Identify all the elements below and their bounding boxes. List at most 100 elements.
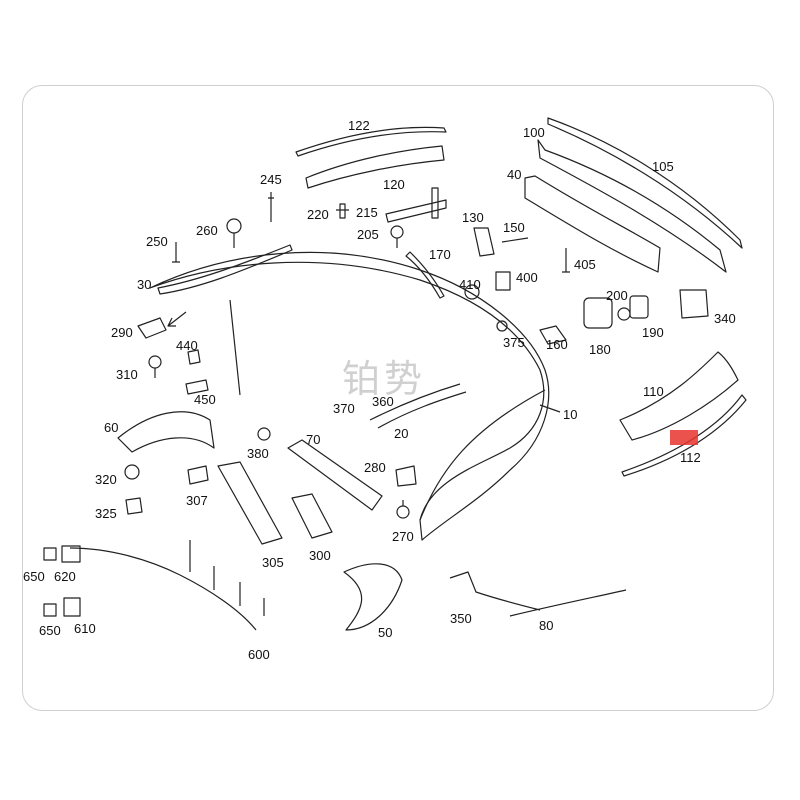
- callout-60: 60: [104, 420, 119, 435]
- part-600: [69, 540, 265, 631]
- part-60: [117, 411, 215, 453]
- callout-170: 170: [429, 247, 451, 262]
- part-160: [539, 325, 567, 345]
- part-200: [629, 295, 649, 319]
- callout-150: 150: [503, 220, 525, 235]
- callout-40: 40: [507, 167, 522, 182]
- callout-340: 340: [714, 311, 736, 326]
- callout-360: 360: [372, 394, 394, 409]
- part-650b: [43, 603, 57, 617]
- part-112: [621, 394, 747, 477]
- callout-120: 120: [383, 177, 405, 192]
- callout-30: 30: [137, 277, 152, 292]
- part-350: [449, 571, 541, 611]
- part-405: [562, 248, 570, 273]
- callout-190: 190: [642, 325, 664, 340]
- callout-375: 375: [503, 335, 525, 350]
- callout-250: 250: [146, 234, 168, 249]
- callout-650-bottom: 650: [39, 623, 61, 638]
- part-bumper: [149, 251, 550, 541]
- callout-440: 440: [176, 338, 198, 353]
- part-30: [157, 244, 293, 295]
- part-20: [377, 391, 467, 429]
- part-280: [395, 465, 417, 487]
- part-120: [305, 145, 445, 189]
- part-320: [124, 464, 140, 480]
- callout-400: 400: [516, 270, 538, 285]
- callout-410: 410: [459, 277, 481, 292]
- part-340: [679, 289, 709, 319]
- part-450: [185, 379, 209, 395]
- callout-620: 620: [54, 569, 76, 584]
- callout-80: 80: [539, 618, 554, 633]
- callout-130: 130: [462, 210, 484, 225]
- part-130: [473, 227, 495, 257]
- callout-10: 10: [563, 407, 578, 422]
- part-190: [617, 307, 631, 321]
- callout-112: 112: [680, 450, 701, 465]
- callout-180: 180: [589, 342, 611, 357]
- part-650: [43, 547, 57, 561]
- callout-100: 100: [523, 125, 545, 140]
- callout-110: 110: [643, 384, 664, 399]
- callout-200: 200: [606, 288, 628, 303]
- part-325: [125, 497, 143, 515]
- part-305: [217, 461, 283, 545]
- part-310: [148, 355, 162, 369]
- callout-350: 350: [450, 611, 472, 626]
- part-260: [226, 218, 242, 234]
- part-620: [61, 545, 81, 563]
- callout-320: 320: [95, 472, 117, 487]
- part-215: [385, 187, 447, 223]
- part-380: [257, 427, 271, 441]
- callout-310: 310: [116, 367, 138, 382]
- part-375: [496, 320, 508, 332]
- part-290: [137, 317, 167, 339]
- callout-610: 610: [74, 621, 96, 636]
- watermark: 铂势: [342, 357, 427, 401]
- part-250: [172, 242, 180, 263]
- part-400: [495, 271, 511, 291]
- callout-325: 325: [95, 506, 117, 521]
- part-440: [187, 349, 201, 365]
- part-300: [291, 493, 333, 539]
- part-220: [336, 203, 349, 219]
- callout-245: 245: [260, 172, 282, 187]
- diagram-frame: [22, 85, 774, 711]
- part-100: [537, 139, 727, 273]
- callout-305: 305: [262, 555, 284, 570]
- part-180: [583, 297, 613, 329]
- callout-270: 270: [392, 529, 414, 544]
- callout-450: 450: [194, 392, 216, 407]
- part-610: [63, 597, 81, 617]
- callout-122: 122: [348, 118, 370, 133]
- callout-380: 380: [247, 446, 269, 461]
- part-110: [619, 351, 739, 441]
- part-410: [464, 284, 480, 300]
- part-70: [287, 439, 383, 511]
- part-360: [369, 383, 461, 421]
- callout-300: 300: [309, 548, 331, 563]
- part-245: [268, 192, 274, 222]
- callout-600: 600: [248, 647, 270, 662]
- callout-70: 70: [306, 432, 321, 447]
- part-105: [547, 117, 743, 249]
- part-307: [187, 465, 209, 485]
- callout-50: 50: [378, 625, 393, 640]
- callout-290: 290: [111, 325, 133, 340]
- part-270: [396, 505, 410, 519]
- callout-220: 220: [307, 207, 329, 222]
- part-50: [343, 563, 403, 631]
- part-150: [501, 237, 529, 243]
- callout-650-top: 650: [23, 569, 45, 584]
- highlight-marker: [670, 430, 698, 445]
- callout-105: 105: [652, 159, 674, 174]
- callout-205: 205: [357, 227, 379, 242]
- part-205: [390, 225, 404, 239]
- part-40: [524, 175, 661, 273]
- callout-160: 160: [546, 337, 568, 352]
- callout-405: 405: [574, 257, 596, 272]
- callout-215: 215: [356, 205, 378, 220]
- callout-260: 260: [196, 223, 218, 238]
